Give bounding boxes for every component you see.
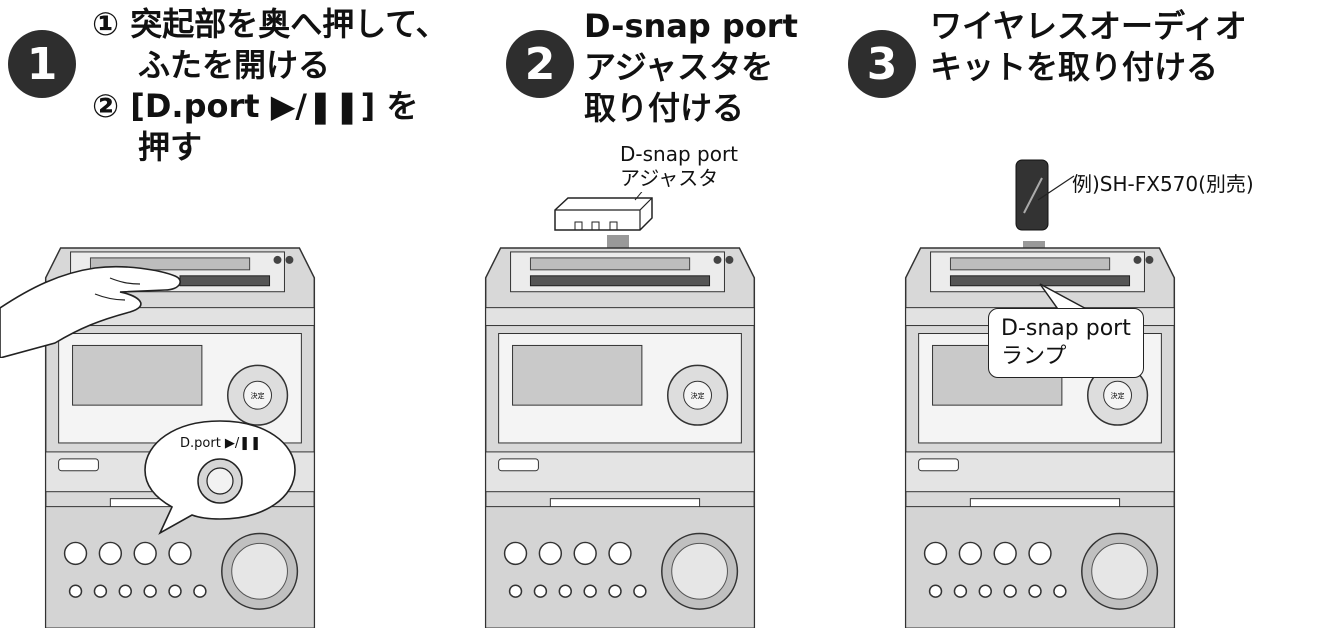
- stereo-unit: 決定: [470, 238, 770, 628]
- step-title-line: ふたを開ける: [138, 46, 331, 84]
- lamp-callout-line: ランプ: [1001, 344, 1067, 369]
- step-number-badge: 1: [8, 30, 76, 98]
- enter-button-label: 決定: [691, 391, 705, 400]
- lamp-callout: D-snap port ランプ: [988, 308, 1144, 378]
- step-title-line: 押す: [138, 128, 203, 166]
- dport-bubble-label: D.port ▶/❚❚: [180, 436, 262, 451]
- enter-button-label: 決定: [1111, 391, 1125, 400]
- step-title-line: ② [D.port ▶/❚❚] を: [92, 87, 419, 125]
- step-title: ワイヤレスオーディオ キットを取り付ける: [930, 6, 1247, 88]
- step-title-line: 取り付ける: [584, 89, 745, 127]
- device-label: 例)SH-FX570(別売): [1072, 172, 1254, 196]
- zoom-bubble: [144, 420, 296, 535]
- step-title: ① 突起部を奥へ押して、 ふたを開ける ② [D.port ▶/❚❚] を 押す: [92, 4, 448, 168]
- step-number-badge: 2: [506, 30, 574, 98]
- adjuster-part: [554, 192, 653, 231]
- lamp-callout-line: D-snap port: [1001, 316, 1131, 341]
- step-title-line: アジャスタを: [584, 48, 774, 86]
- adjuster-label: D-snap port アジャスタ: [620, 142, 738, 190]
- stereo-unit-drawing: 決定: [484, 247, 756, 628]
- step-title-line: D-snap port: [584, 7, 798, 45]
- step-2: 2 D-snap port アジャスタを 取り付ける D-snap port ア…: [470, 0, 870, 630]
- step-3: 3 ワイヤレスオーディオ キットを取り付ける 例)SH-FX570(別売) 決定: [848, 0, 1318, 630]
- device-leader-line: [1037, 175, 1075, 201]
- hand-illustration: [0, 265, 181, 358]
- step-1: 1 ① 突起部を奥へ押して、 ふたを開ける ② [D.port ▶/❚❚] を …: [0, 0, 470, 630]
- step-number-badge: 3: [848, 30, 916, 98]
- step-title-line: ① 突起部を奥へ押して、: [92, 5, 448, 43]
- wireless-device: [1015, 159, 1049, 231]
- enter-button-label: 決定: [251, 391, 265, 400]
- step-title-line: キットを取り付ける: [930, 48, 1219, 86]
- step-title: D-snap port アジャスタを 取り付ける: [584, 6, 798, 129]
- step-title-line: ワイヤレスオーディオ: [930, 7, 1247, 45]
- adjuster-label-line: アジャスタ: [620, 166, 719, 190]
- adjuster-label-line: D-snap port: [620, 142, 739, 166]
